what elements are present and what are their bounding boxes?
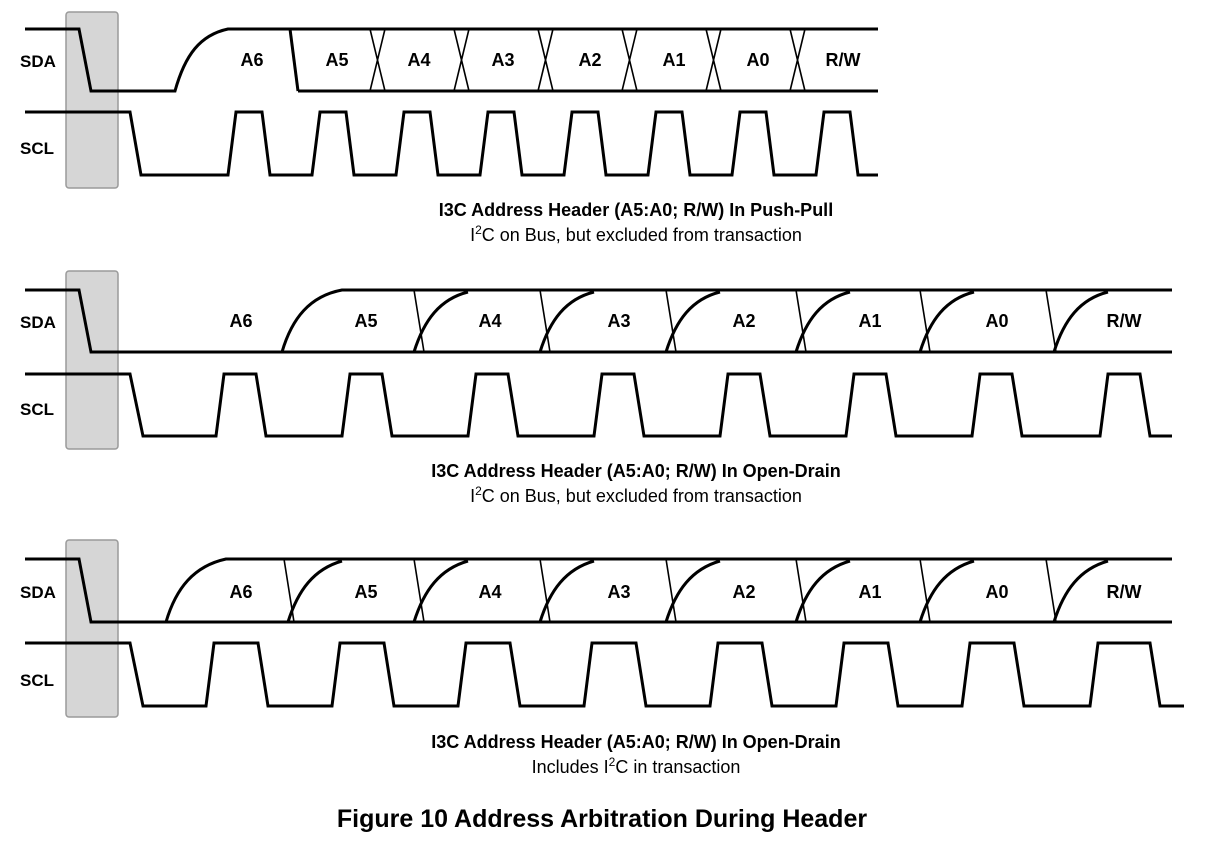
bit-label-a0: A0 (985, 582, 1008, 602)
bit-label-a6: A6 (240, 50, 263, 70)
bit-label-a2: A2 (732, 582, 755, 602)
bit-label-a4: A4 (478, 582, 501, 602)
sda-falling-edges (413, 289, 1057, 353)
sda-label: SDA (20, 313, 56, 332)
caption-subtitle: Includes I2C in transaction (532, 755, 741, 777)
sda-bit-transition-a6a5 (288, 28, 300, 92)
bit-label-a1: A1 (858, 311, 881, 331)
figure-title: Figure 10 Address Arbitration During Hea… (337, 805, 867, 833)
bit-label-a3: A3 (491, 50, 514, 70)
sda-label: SDA (20, 52, 56, 71)
bit-label-a4: A4 (407, 50, 430, 70)
caption-subtitle: I2C on Bus, but excluded from transactio… (470, 484, 802, 506)
start-condition-marker (65, 11, 119, 189)
bit-label-a2: A2 (732, 311, 755, 331)
sda-falling-edges (283, 558, 1057, 623)
scl-waveform (25, 110, 878, 177)
start-condition-marker (65, 270, 119, 450)
bit-label-a2: A2 (578, 50, 601, 70)
caption-title: I3C Address Header (A5:A0; R/W) In Open-… (431, 461, 840, 481)
sda-waveform (25, 557, 1172, 624)
bit-label-a0: A0 (746, 50, 769, 70)
scl-label: SCL (20, 671, 54, 690)
bit-label-a1: A1 (858, 582, 881, 602)
bit-label-a5: A5 (325, 50, 348, 70)
bit-label-a1: A1 (662, 50, 685, 70)
start-condition-marker (65, 539, 119, 718)
panel-open-drain-excluded: SDA SCL A6 A5 A4 A3 A2 A1 A0 R/W I3C Add… (20, 270, 1172, 506)
caption-subtitle: I2C on Bus, but excluded from transactio… (470, 223, 802, 245)
sda-waveform (25, 288, 1172, 354)
caption-title: I3C Address Header (A5:A0; R/W) In Push-… (439, 200, 833, 220)
bit-label-rw: R/W (1107, 582, 1142, 602)
panel-open-drain-included: SDA SCL A6 A5 A4 A3 A2 A1 A0 R/W I3C Add… (20, 539, 1184, 777)
bit-label-rw: R/W (1107, 311, 1142, 331)
bit-label-a3: A3 (607, 311, 630, 331)
bit-label-a5: A5 (354, 582, 377, 602)
bit-label-a6: A6 (229, 582, 252, 602)
scl-label: SCL (20, 400, 54, 419)
sda-rising-edges (280, 288, 1172, 353)
bit-label-a5: A5 (354, 311, 377, 331)
scl-label: SCL (20, 139, 54, 158)
sda-waveform (25, 27, 878, 93)
bit-label-a6: A6 (229, 311, 252, 331)
caption-title: I3C Address Header (A5:A0; R/W) In Open-… (431, 732, 840, 752)
bit-label-a0: A0 (985, 311, 1008, 331)
scl-waveform (25, 641, 1184, 708)
scl-waveform (25, 372, 1172, 438)
sda-rising-edges (164, 557, 1172, 623)
bit-label-a3: A3 (607, 582, 630, 602)
sda-label: SDA (20, 583, 56, 602)
bit-label-rw: R/W (826, 50, 861, 70)
panel-push-pull: SDA SCL A6 A5 A4 A3 A2 A1 A0 R/W I3C Add… (20, 11, 878, 245)
sda-bit-transitions (369, 28, 806, 92)
bit-label-a4: A4 (478, 311, 501, 331)
